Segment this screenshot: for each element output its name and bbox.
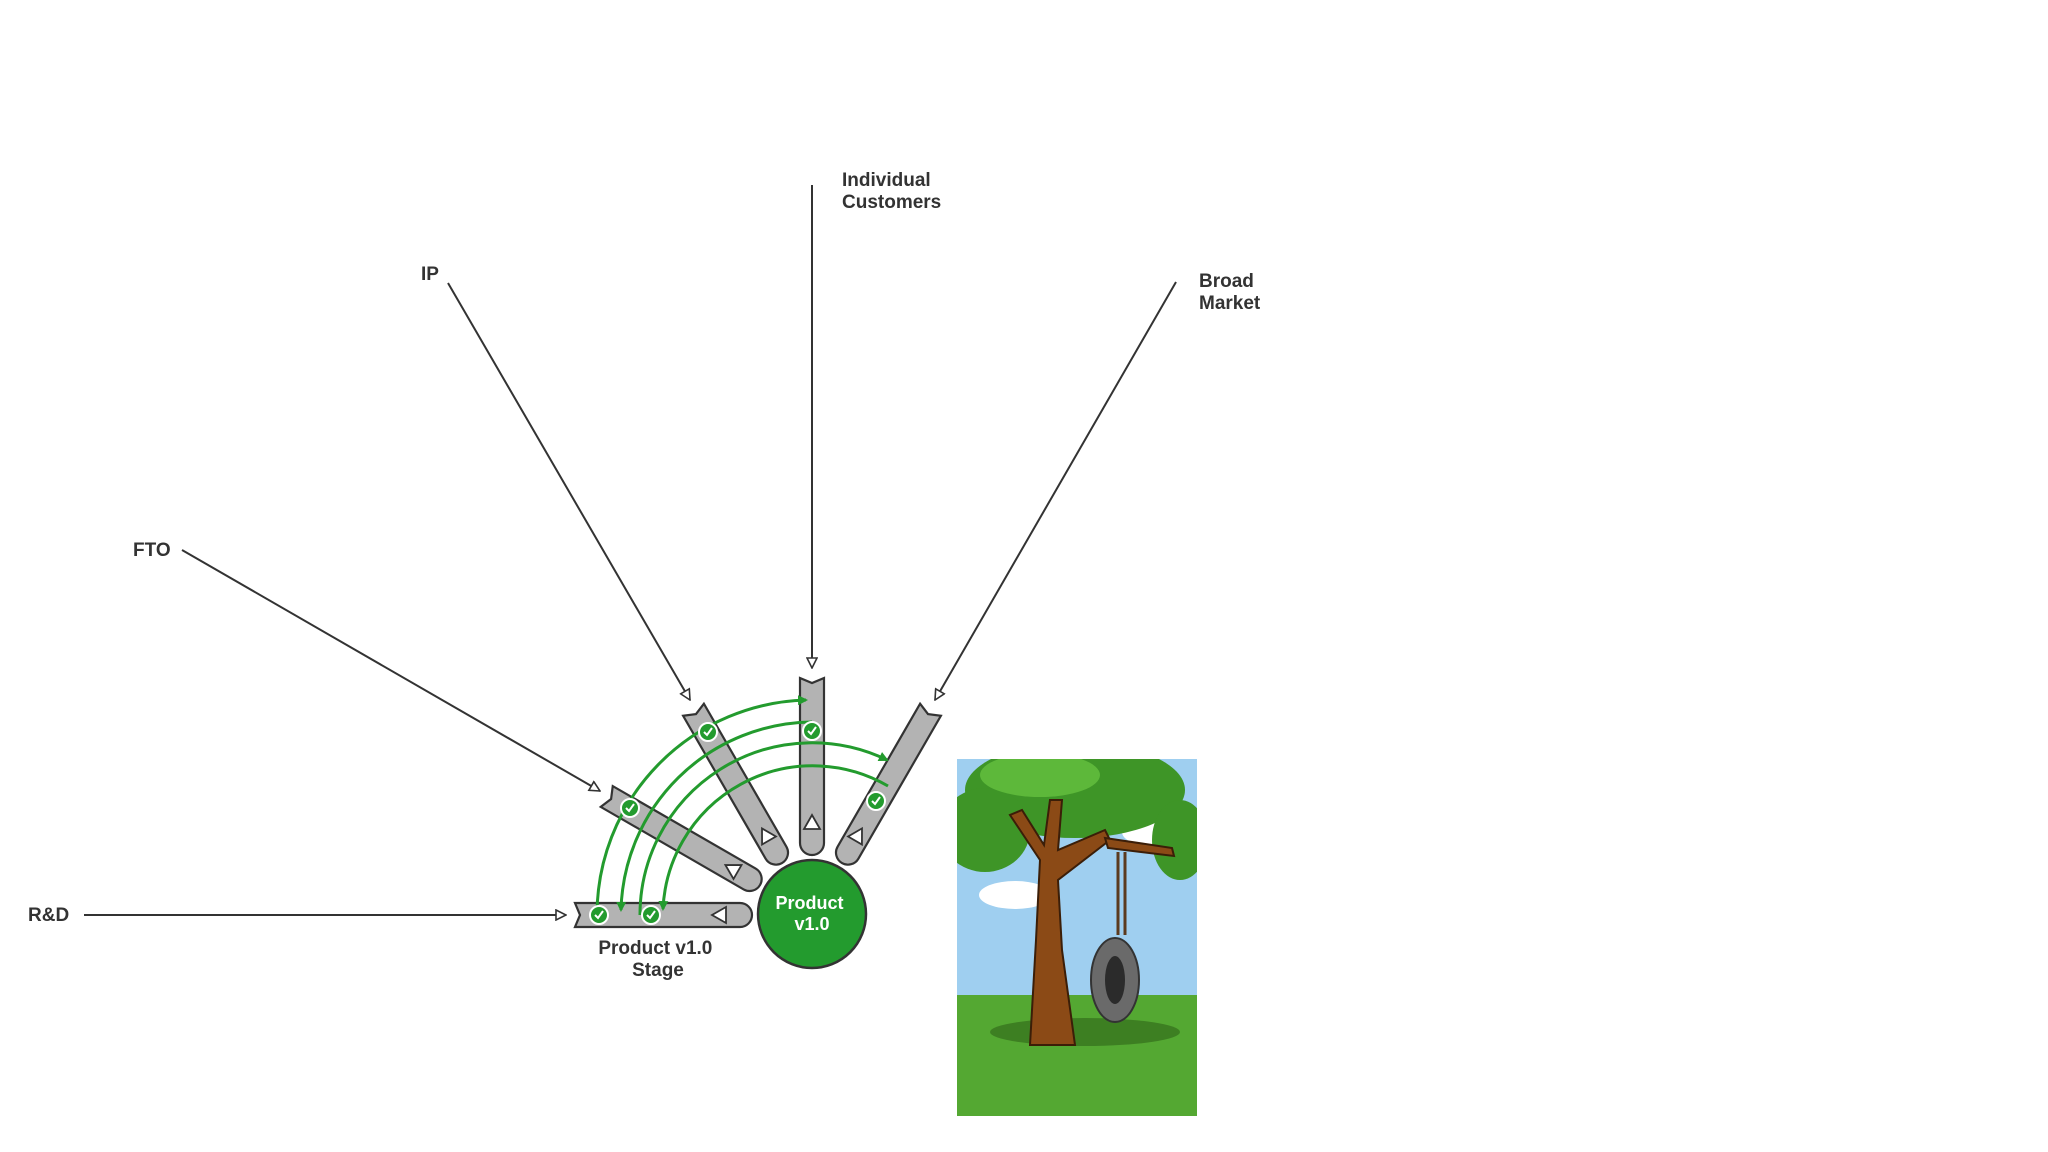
flow-arc-rd-customers [595, 695, 808, 916]
stage-label: Product v1.0 Stage [598, 938, 717, 981]
input-label-rd: R&D [28, 905, 69, 926]
flow-arc-rd-market [638, 741, 889, 916]
check-icon [620, 798, 640, 818]
input-label-ip: IP [421, 264, 439, 285]
fto-arrow [181, 549, 600, 791]
input-label-fto: FTO [133, 540, 171, 561]
center-label-line-1: Product [775, 893, 843, 913]
input-label-customers: Individual Customers [842, 170, 941, 213]
input-label-market-line-2: Market [1199, 293, 1261, 314]
input-label-customers-line-2: Customers [842, 192, 941, 213]
check-icon [866, 791, 886, 811]
stage-tube-ip [681, 701, 790, 866]
stage-label-line-1: Product v1.0 [598, 938, 712, 959]
check-icon [589, 905, 609, 925]
center-label: Product v1.0 [775, 893, 848, 934]
product-circle [756, 858, 868, 970]
tree-tire-swing-illustration [957, 759, 1197, 1116]
check-icon [698, 722, 718, 742]
check-icon [641, 905, 661, 925]
stage-tube-market [834, 701, 943, 866]
center-label-line-2: v1.0 [794, 914, 829, 934]
stage-tube-fto [598, 784, 763, 893]
flow-arc-market-rd [658, 764, 889, 911]
flow-arc-customers-rd [616, 720, 813, 912]
market-arrow [935, 281, 1177, 700]
input-label-market: Broad Market [1199, 271, 1261, 314]
input-label-customers-line-1: Individual [842, 170, 931, 191]
ip-arrow [447, 282, 690, 700]
check-icon [802, 721, 822, 741]
stage-label-line-2: Stage [632, 960, 684, 981]
input-label-market-line-1: Broad [1199, 271, 1254, 292]
